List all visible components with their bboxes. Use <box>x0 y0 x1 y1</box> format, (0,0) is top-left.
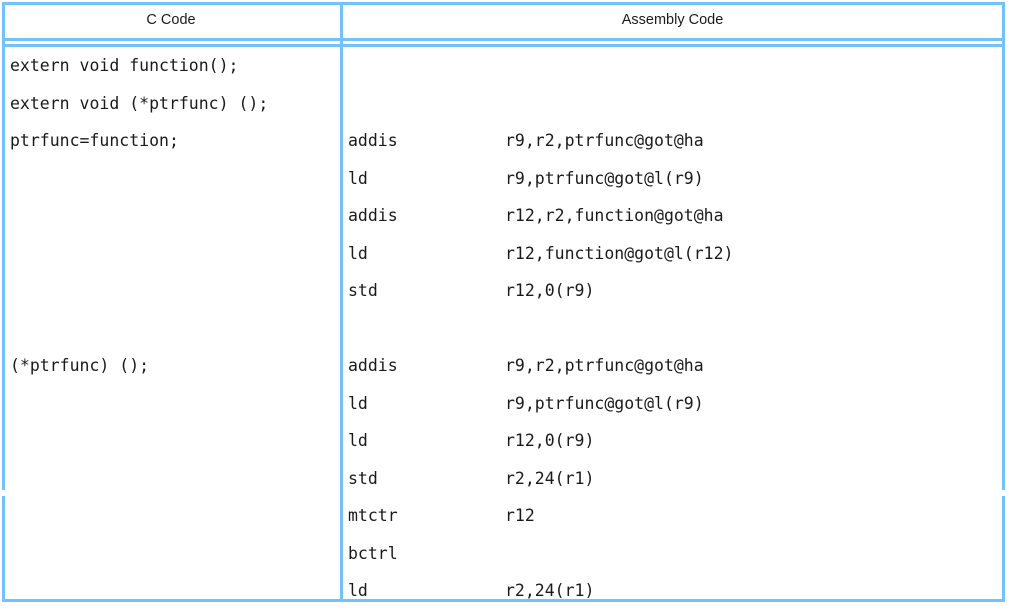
assembly-operand: r2,24(r1) <box>505 581 595 600</box>
column-divider <box>340 2 343 602</box>
assembly-operand: r9,ptrfunc@got@l(r9) <box>505 393 704 413</box>
header-rule-upper <box>2 38 1005 41</box>
c-code-line: (*ptrfunc) (); <box>10 356 150 375</box>
assembly-operand: r9,ptrfunc@got@l(r9) <box>505 168 704 188</box>
assembly-operand: r12,0(r9) <box>505 431 595 450</box>
table-header-row: C Code Assembly Code <box>2 2 1005 38</box>
assembly-operand: r9,r2,ptrfunc@got@ha <box>505 356 704 375</box>
assembly-mnemonic: ld <box>348 243 368 263</box>
table-border-bottom <box>2 599 1005 602</box>
assembly-mnemonic: ld <box>348 581 368 600</box>
assembly-mnemonic: addis <box>348 206 398 225</box>
assembly-mnemonic: bctrl <box>348 543 398 563</box>
table-border-left-lower <box>2 496 5 602</box>
header-rule-lower <box>2 44 1005 47</box>
assembly-mnemonic: addis <box>348 356 398 375</box>
code-comparison-table: C Code Assembly Code extern void functio… <box>2 2 1005 602</box>
column-header-c-code: C Code <box>146 12 196 28</box>
c-code-line: ptrfunc=function; <box>10 131 179 150</box>
c-code-line: extern void (*ptrfunc) (); <box>10 93 269 113</box>
assembly-mnemonic: std <box>348 468 378 488</box>
table-border-top <box>2 2 1005 5</box>
assembly-mnemonic: addis <box>348 131 398 150</box>
assembly-operand: r12,0(r9) <box>505 281 595 300</box>
table-border-right-upper <box>1002 2 1005 490</box>
assembly-mnemonic: ld <box>348 393 368 413</box>
assembly-operand: r12,r2,function@got@ha <box>505 206 724 225</box>
assembly-mnemonic: ld <box>348 431 368 450</box>
table-border-right-lower <box>1002 496 1005 602</box>
assembly-operand: r12 <box>505 506 535 525</box>
assembly-mnemonic: ld <box>348 168 368 188</box>
c-code-line: extern void function(); <box>10 56 239 75</box>
assembly-mnemonic: mtctr <box>348 506 398 525</box>
assembly-operand: r12,function@got@l(r12) <box>505 243 734 263</box>
table-border-left-upper <box>2 2 5 490</box>
assembly-operand: r9,r2,ptrfunc@got@ha <box>505 131 704 150</box>
assembly-mnemonic: std <box>348 281 378 300</box>
column-header-assembly-code: Assembly Code <box>621 12 724 28</box>
assembly-operand: r2,24(r1) <box>505 468 595 488</box>
